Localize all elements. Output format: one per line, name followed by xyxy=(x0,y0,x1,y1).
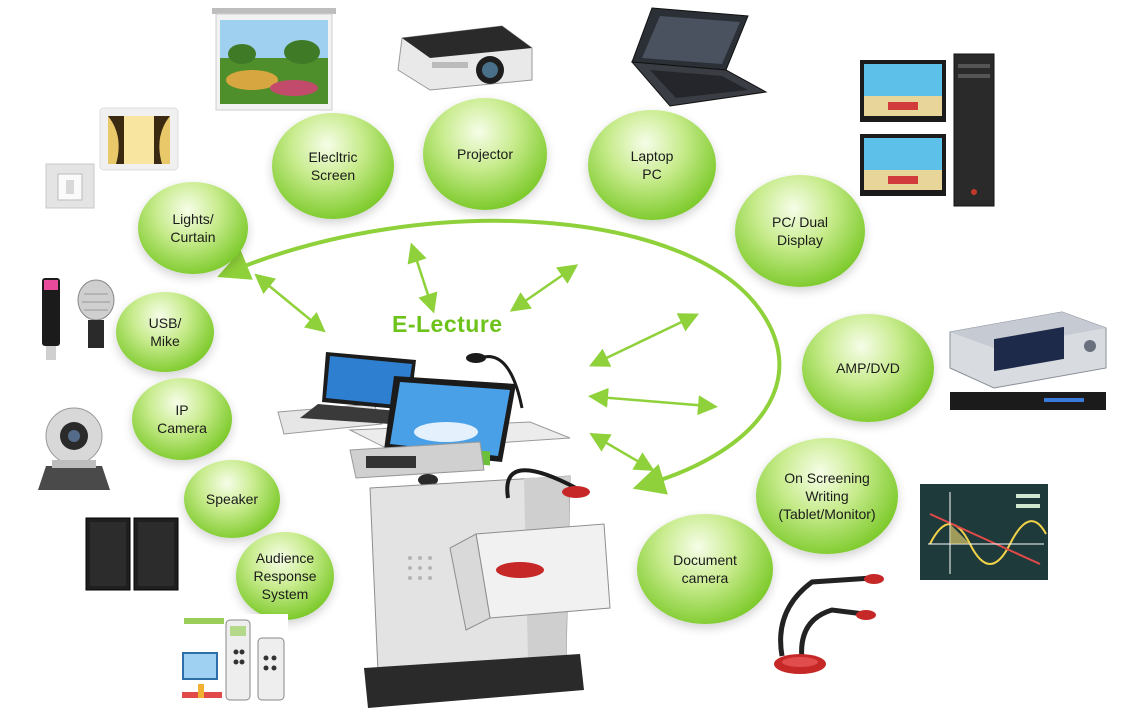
document-camera-icon xyxy=(774,574,884,674)
light-curtain-icon xyxy=(45,107,179,209)
bubble-speaker: Speaker xyxy=(184,460,280,538)
bubble-projector: Projector xyxy=(423,98,547,210)
arrow-screen xyxy=(407,242,438,314)
main-arc-arrow xyxy=(217,218,782,495)
bubble-laptop-pc: Laptop PC xyxy=(588,110,716,220)
pc-dual-monitor-icon xyxy=(860,53,995,207)
projector-icon xyxy=(397,25,533,91)
lecture-podium-icon xyxy=(277,352,611,708)
bubble-audience-response: Audience Response System xyxy=(236,532,334,620)
speaker-icon xyxy=(85,517,179,591)
bubble-lights-curtain: Lights/ Curtain xyxy=(138,182,248,274)
arrow-pc xyxy=(588,313,700,367)
bubble-usb-mike: USB/ Mike xyxy=(116,292,214,372)
bubble-on-screening-writing: On Screening Writing (Tablet/Monitor) xyxy=(756,438,898,554)
arrow-lights xyxy=(254,273,326,333)
projection-screen-icon xyxy=(212,8,336,111)
tablet-writing-icon xyxy=(920,484,1048,580)
response-system-icon xyxy=(180,614,288,710)
arrow-laptop xyxy=(509,264,579,312)
laptop-icon xyxy=(630,7,768,107)
usb-mike-icon xyxy=(42,278,115,360)
arrow-amp xyxy=(588,387,718,416)
bubble-ip-camera: IP Camera xyxy=(132,378,232,460)
ip-camera-icon xyxy=(38,407,110,490)
bubble-document-camera: Document camera xyxy=(637,514,773,624)
bubble-electric-screen: Elecltric Screen xyxy=(272,113,394,219)
arrow-writing xyxy=(589,432,655,472)
bubble-amp-dvd: AMP/DVD xyxy=(802,314,934,422)
bubble-pc-dual-display: PC/ Dual Display xyxy=(735,175,865,287)
amp-dvd-icon xyxy=(949,311,1107,410)
diagram-title: E-Lecture xyxy=(392,311,503,337)
